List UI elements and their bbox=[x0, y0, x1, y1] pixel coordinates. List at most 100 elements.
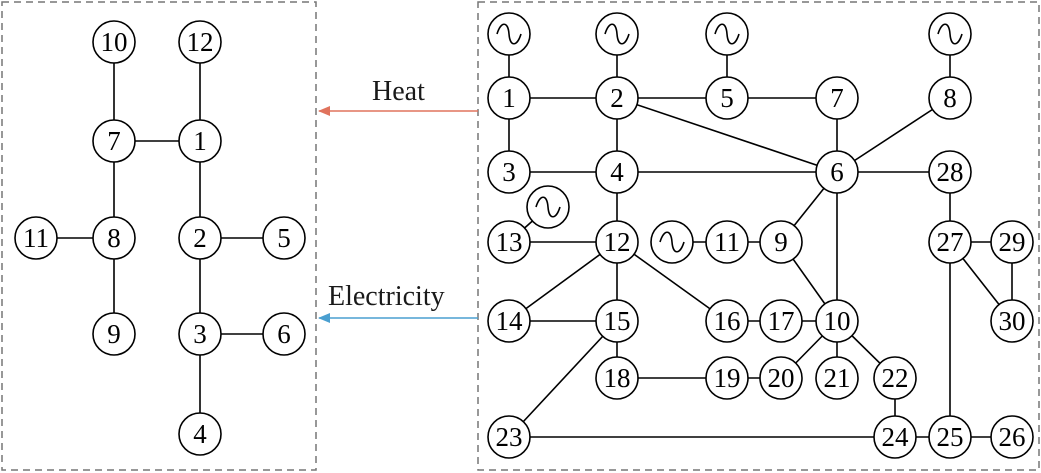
heat-node-9: 9 bbox=[92, 312, 136, 356]
power-bus-12-circle bbox=[595, 220, 639, 264]
heat-node-12-circle bbox=[178, 20, 222, 64]
power-bus-28: 28 bbox=[928, 150, 972, 194]
heat-node-6-circle bbox=[262, 312, 306, 356]
power-bus-2-circle bbox=[595, 76, 639, 120]
heat-node-10-label: 10 bbox=[101, 27, 128, 57]
power-bus-18-circle bbox=[595, 356, 639, 400]
power-bus-14-circle bbox=[487, 299, 531, 343]
heat-node-1-circle bbox=[178, 119, 222, 163]
power-bus-14-label: 14 bbox=[496, 306, 524, 336]
power-bus-1-circle bbox=[487, 76, 531, 120]
power-bus-22: 22 bbox=[873, 356, 917, 400]
heat-node-6: 6 bbox=[262, 312, 306, 356]
power-edge-2-6 bbox=[616, 97, 838, 173]
heat-node-11-label: 11 bbox=[23, 223, 49, 253]
power-bus-2-label: 2 bbox=[610, 83, 624, 113]
power-bus-26: 26 bbox=[990, 415, 1034, 459]
power-bus-5-label: 5 bbox=[720, 83, 734, 113]
power-network-frame bbox=[477, 1, 1040, 471]
power-edge-6-8 bbox=[836, 97, 951, 173]
power-bus-15-label: 15 bbox=[604, 306, 631, 336]
power-bus-6-label: 6 bbox=[830, 157, 844, 187]
generator-11 bbox=[650, 220, 694, 264]
power-bus-12-label: 12 bbox=[604, 227, 631, 257]
power-bus-21-label: 21 bbox=[824, 363, 851, 393]
heat-node-10: 10 bbox=[92, 20, 136, 64]
power-bus-6-circle bbox=[815, 150, 859, 194]
power-bus-4: 4 bbox=[595, 150, 639, 194]
power-bus-23-label: 23 bbox=[496, 422, 523, 452]
power-bus-27-label: 27 bbox=[937, 227, 964, 257]
power-bus-28-label: 28 bbox=[937, 157, 964, 187]
power-bus-20-label: 20 bbox=[768, 363, 795, 393]
heat-node-2-label: 2 bbox=[193, 223, 207, 253]
power-bus-21: 21 bbox=[815, 356, 859, 400]
power-bus-16-label: 16 bbox=[714, 306, 741, 336]
power-bus-3: 3 bbox=[487, 150, 531, 194]
power-bus-16-circle bbox=[705, 299, 749, 343]
power-bus-17-label: 17 bbox=[768, 306, 795, 336]
power-bus-19-label: 19 bbox=[714, 363, 741, 393]
heat-node-3: 3 bbox=[178, 312, 222, 356]
sine-wave-icon bbox=[604, 23, 630, 45]
heat-node-11: 11 bbox=[14, 216, 58, 260]
sine-wave-icon bbox=[535, 196, 561, 218]
power-bus-8: 8 bbox=[928, 76, 972, 120]
power-bus-9-circle bbox=[759, 220, 803, 264]
power-bus-8-label: 8 bbox=[943, 83, 957, 113]
power-bus-29: 29 bbox=[990, 220, 1034, 264]
heat-node-4-circle bbox=[178, 412, 222, 456]
heat-node-8-label: 8 bbox=[107, 223, 121, 253]
power-bus-24-label: 24 bbox=[882, 422, 910, 452]
generator-2 bbox=[595, 12, 639, 56]
power-bus-13-circle bbox=[487, 220, 531, 264]
heat-network-edges bbox=[36, 42, 284, 434]
power-bus-30-circle bbox=[990, 299, 1034, 343]
heat-node-2-circle bbox=[178, 216, 222, 260]
power-bus-24-circle bbox=[873, 415, 917, 459]
heat-label: Heat bbox=[372, 76, 425, 107]
power-bus-14: 14 bbox=[487, 299, 531, 343]
generator-5 bbox=[705, 12, 749, 56]
heat-node-1-label: 1 bbox=[193, 126, 207, 156]
generator-1 bbox=[487, 12, 531, 56]
heat-node-9-circle bbox=[92, 312, 136, 356]
power-bus-11-label: 11 bbox=[714, 227, 740, 257]
power-bus-23: 23 bbox=[487, 415, 531, 459]
power-edge-12-14 bbox=[508, 241, 618, 322]
heat-node-1: 1 bbox=[178, 119, 222, 163]
power-bus-10-label: 10 bbox=[824, 306, 851, 336]
power-bus-5: 5 bbox=[705, 76, 749, 120]
power-bus-10-circle bbox=[815, 299, 859, 343]
heat-node-11-circle bbox=[14, 216, 58, 260]
power-bus-7-label: 7 bbox=[830, 83, 844, 113]
heat-node-7-circle bbox=[92, 119, 136, 163]
power-bus-20: 20 bbox=[759, 356, 803, 400]
power-bus-16: 16 bbox=[705, 299, 749, 343]
power-bus-19: 19 bbox=[705, 356, 749, 400]
heat-node-3-circle bbox=[178, 312, 222, 356]
power-bus-11-circle bbox=[705, 220, 749, 264]
power-bus-9: 9 bbox=[759, 220, 803, 264]
heat-node-4: 4 bbox=[178, 412, 222, 456]
power-bus-12: 12 bbox=[595, 220, 639, 264]
heat-node-6-label: 6 bbox=[277, 319, 291, 349]
power-bus-30: 30 bbox=[990, 299, 1034, 343]
heat-node-4-label: 4 bbox=[193, 419, 207, 449]
power-bus-21-circle bbox=[815, 356, 859, 400]
power-bus-19-circle bbox=[705, 356, 749, 400]
heat-node-12-label: 12 bbox=[187, 27, 214, 57]
power-edge-15-23 bbox=[508, 320, 618, 438]
power-bus-23-circle bbox=[487, 415, 531, 459]
power-bus-25-circle bbox=[928, 415, 972, 459]
heat-network-frame bbox=[1, 1, 317, 471]
power-bus-13: 13 bbox=[487, 220, 531, 264]
power-bus-26-circle bbox=[990, 415, 1034, 459]
generators bbox=[487, 12, 972, 264]
power-bus-30-label: 30 bbox=[999, 306, 1026, 336]
generator-8 bbox=[928, 12, 972, 56]
power-bus-7-circle bbox=[815, 76, 859, 120]
heat-node-5: 5 bbox=[262, 216, 306, 260]
power-bus-29-circle bbox=[990, 220, 1034, 264]
